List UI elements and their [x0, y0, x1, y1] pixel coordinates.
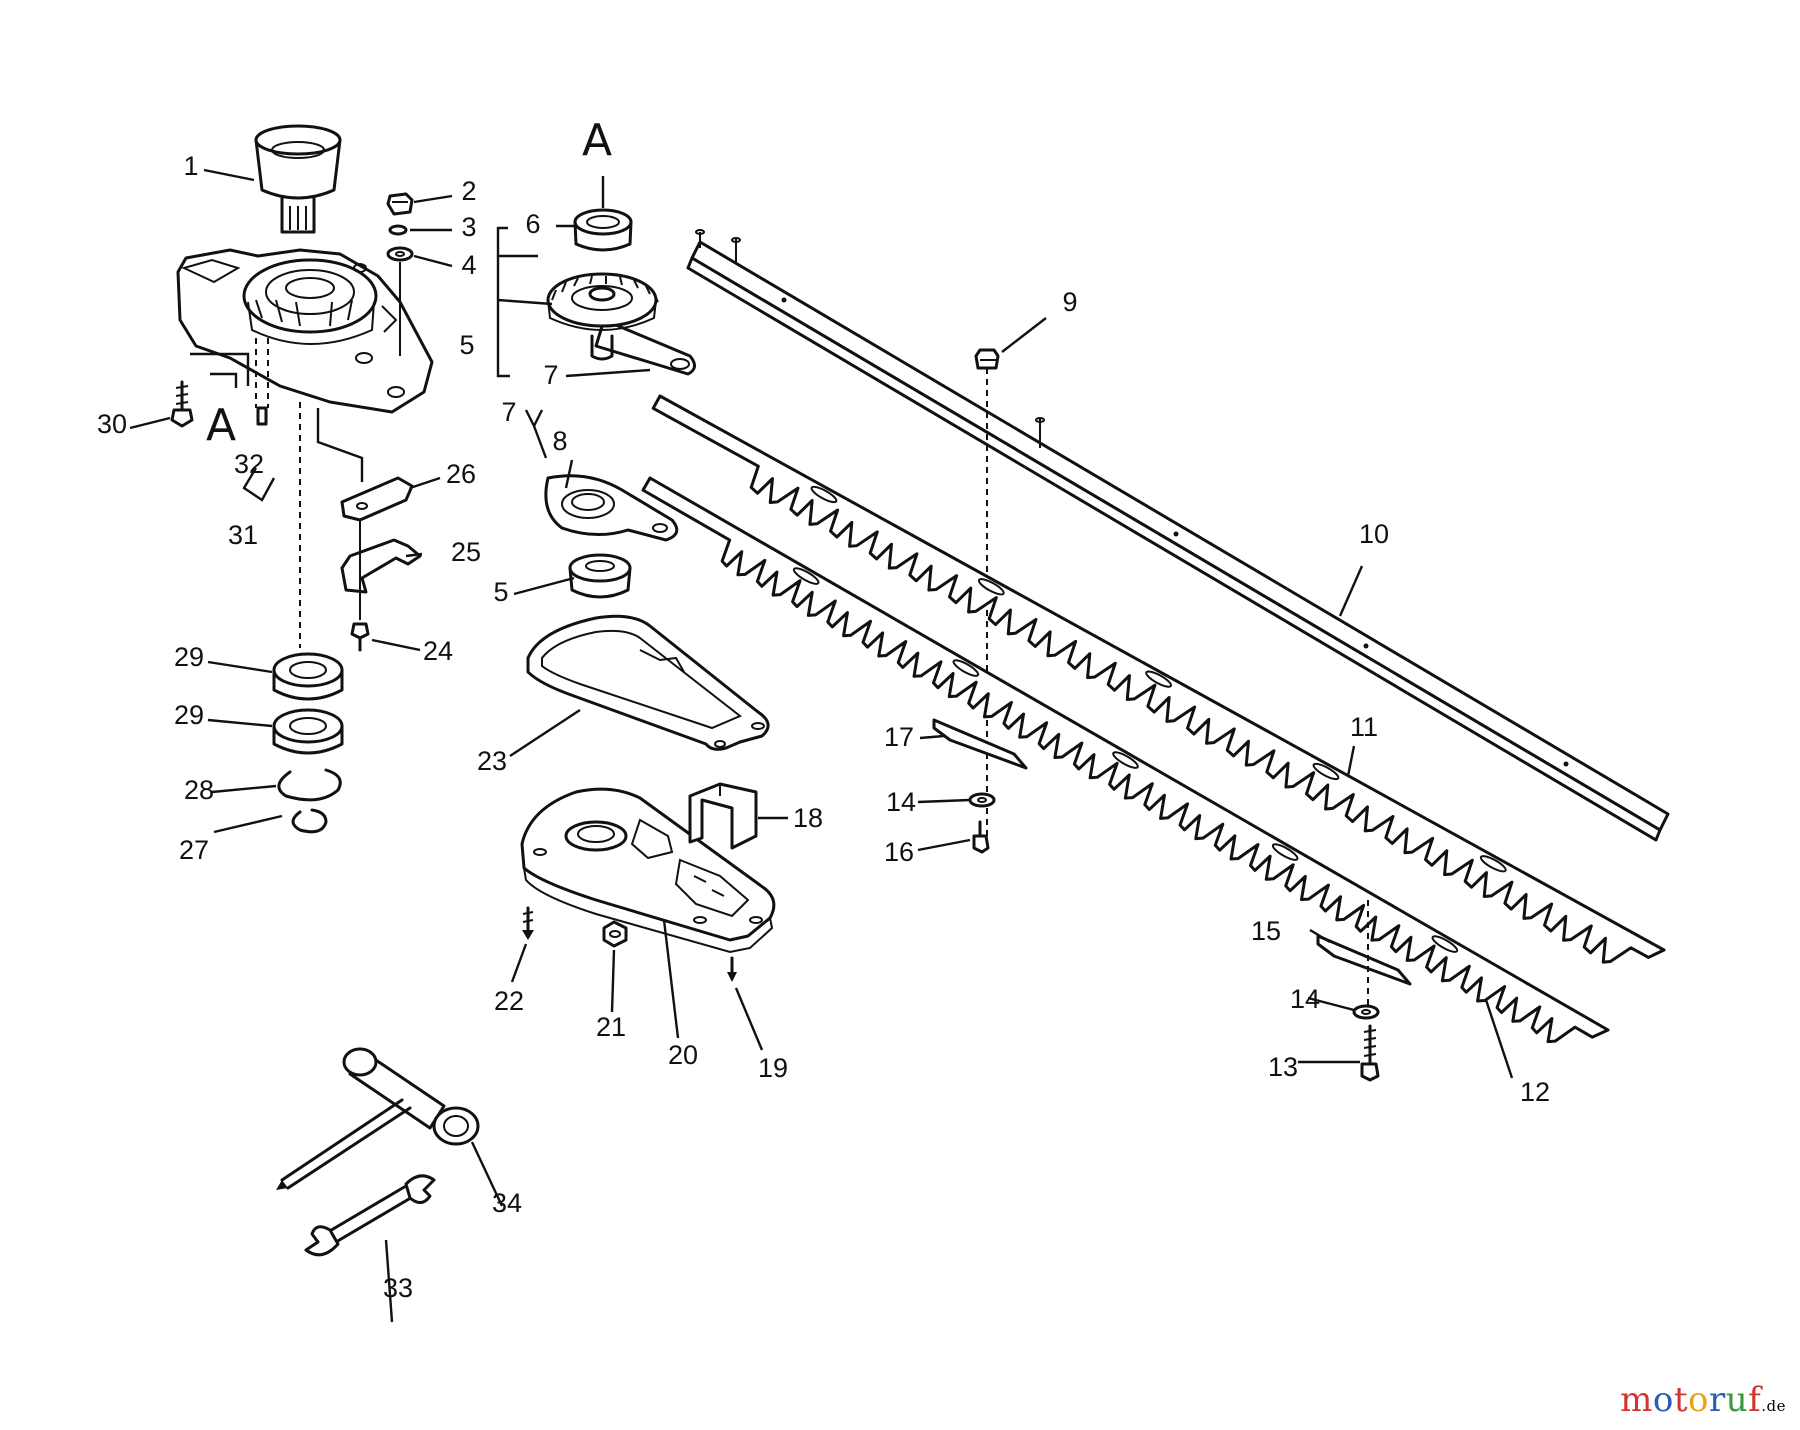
part-29-bearing-b	[272, 708, 344, 755]
label-13: 13	[1268, 1052, 1298, 1082]
part-11-upper-blade-slot	[1479, 855, 1507, 873]
label-14-lower: 14	[1290, 984, 1320, 1014]
watermark-letter: r	[1708, 1380, 1726, 1420]
label-26: 26	[446, 459, 476, 489]
label-19: 19	[758, 1053, 788, 1083]
part-10-support-bar	[686, 229, 1670, 842]
part-11-upper-blade	[651, 394, 1666, 964]
part-12-lower-blade-slot	[952, 659, 980, 677]
reference-mark-a-top: A	[582, 115, 612, 166]
part-14-washer-a	[968, 792, 996, 808]
part-5-lower-bearing	[568, 553, 632, 599]
part-26-plate	[340, 476, 414, 522]
label-22: 22	[494, 986, 524, 1016]
part-28-circlip	[277, 768, 342, 802]
label-3: 3	[461, 212, 476, 242]
label-17: 17	[884, 722, 914, 752]
label-23: 23	[477, 746, 507, 776]
label-1: 1	[183, 151, 198, 181]
watermark-logo: motoruf.de	[1620, 1380, 1786, 1420]
part-16-bolt	[972, 820, 990, 854]
gear-housing-upper	[176, 248, 434, 414]
part-5-gear-assembly	[546, 272, 696, 376]
label-5-lower: 5	[493, 577, 508, 607]
part-13-bolt	[1360, 1024, 1380, 1082]
label-9: 9	[1062, 287, 1077, 317]
watermark-letter: u	[1725, 1380, 1749, 1420]
label-24: 24	[423, 636, 453, 666]
part-23-gasket	[526, 614, 770, 751]
label-28: 28	[184, 775, 214, 805]
part-33-open-end-wrench	[304, 1174, 436, 1257]
part-11-upper-blade-slot	[1145, 670, 1173, 688]
label-12: 12	[1520, 1077, 1550, 1107]
part-labels: 1 2 3 4 5 5 6 7 7 8 9 10 11 12 13 14 14 …	[97, 151, 1550, 1303]
watermark-letter: f	[1748, 1380, 1762, 1420]
label-6: 6	[525, 209, 540, 239]
label-7-upper: 7	[543, 360, 558, 390]
watermark-letter: m	[1620, 1380, 1653, 1420]
label-7-lower: 7	[501, 397, 516, 427]
label-14-upper: 14	[886, 787, 916, 817]
part-18-clip	[688, 782, 758, 850]
part-20-lower-housing	[520, 787, 776, 954]
label-27: 27	[179, 835, 209, 865]
part-12-lower-blade-slot	[1112, 751, 1139, 769]
label-11: 11	[1350, 712, 1378, 742]
part-11-upper-blade-slot	[810, 485, 838, 504]
label-8: 8	[552, 426, 567, 456]
part-4-washer	[386, 246, 414, 262]
part-34-spark-plug-wrench	[276, 1047, 480, 1190]
part-8-crank-plate	[544, 474, 679, 542]
cutter-blades	[641, 394, 1666, 1044]
reference-mark-a-left: A	[206, 400, 236, 451]
label-15: 15	[1251, 916, 1281, 946]
part-1-drive-cup	[254, 124, 342, 234]
part-3-spring-washer	[388, 224, 408, 236]
part-19-screw	[727, 956, 737, 982]
label-29-upper: 29	[174, 642, 204, 672]
part-22-screw	[522, 906, 534, 940]
label-25: 25	[451, 537, 481, 567]
label-2: 2	[461, 176, 476, 206]
part-32-pin	[256, 406, 268, 426]
part-29-bearing-a	[272, 652, 344, 701]
label-5-upper: 5	[459, 330, 474, 360]
part-15-guide-plate	[1316, 934, 1412, 986]
part-6-bearing	[573, 208, 633, 252]
part-12-lower-blade-slot	[1271, 843, 1299, 861]
watermark-letter: o	[1652, 1380, 1674, 1420]
label-10: 10	[1359, 519, 1389, 549]
part-17-guide-plate	[932, 718, 1028, 770]
label-31: 31	[228, 520, 258, 550]
part-11-upper-blade-slot	[977, 578, 1005, 596]
watermark-letter: o	[1688, 1380, 1709, 1420]
label-32: 32	[234, 449, 264, 479]
part-2-nut	[386, 192, 414, 216]
label-4: 4	[461, 250, 476, 280]
part-9-nut	[974, 348, 1000, 370]
part-14-washer-b	[1352, 1004, 1380, 1020]
label-33: 33	[383, 1273, 413, 1303]
part-12-lower-blade	[641, 476, 1610, 1044]
part-24-screw	[350, 622, 370, 652]
part-12-lower-blade-slot	[1431, 935, 1459, 953]
part-11-upper-blade-slot	[1312, 762, 1340, 781]
leader-lines	[129, 168, 1514, 1323]
label-34: 34	[492, 1188, 522, 1218]
part-27-circlip	[291, 808, 328, 834]
label-16: 16	[884, 837, 914, 867]
label-29-lower: 29	[174, 700, 204, 730]
watermark-letter: t	[1673, 1380, 1688, 1420]
watermark-suffix: .de	[1761, 1397, 1786, 1415]
part-30-screw	[170, 380, 194, 428]
part-12-lower-blade-slot	[792, 567, 820, 585]
label-30: 30	[97, 409, 127, 439]
part-21-nut	[602, 920, 628, 948]
label-18: 18	[793, 803, 823, 833]
part-25-bracket	[340, 538, 422, 594]
label-21: 21	[596, 1012, 626, 1042]
label-20: 20	[668, 1040, 698, 1070]
